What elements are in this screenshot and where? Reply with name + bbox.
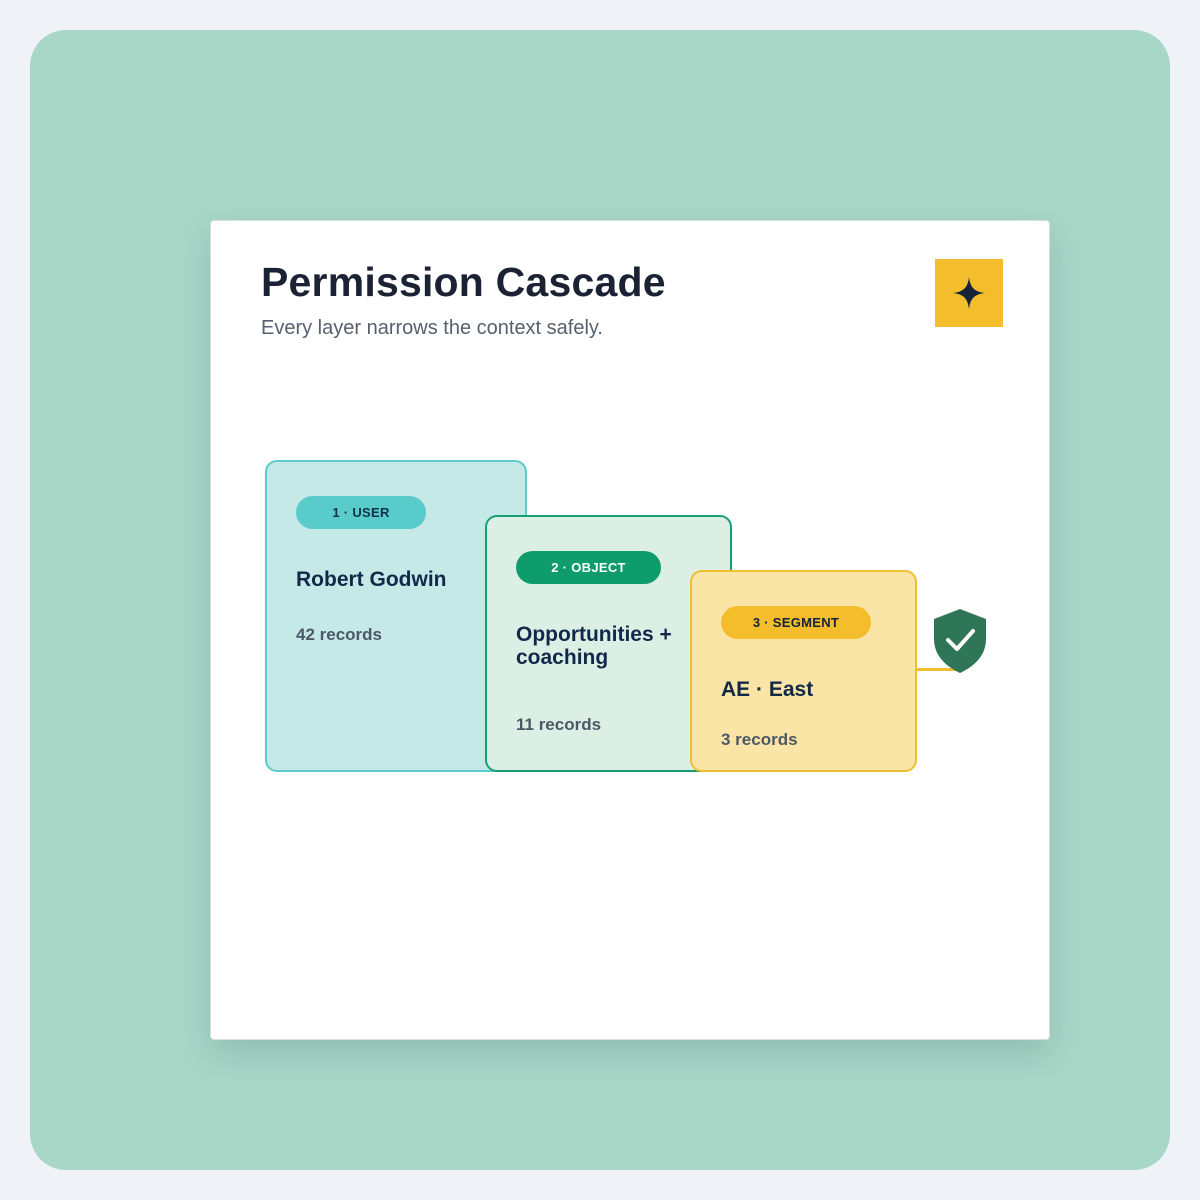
card-subtitle: Every layer narrows the context safely. xyxy=(261,317,603,339)
sparkle-button[interactable] xyxy=(935,259,1003,327)
sparkle-icon xyxy=(953,277,985,309)
record-count: 3 records xyxy=(721,730,798,749)
layer-badge: 2 · OBJECT xyxy=(516,551,661,584)
layer-segment[interactable]: 3 · SEGMENT AE · East 3 records xyxy=(690,570,917,772)
shield-check-icon xyxy=(934,609,986,673)
record-count: 11 records xyxy=(516,715,602,734)
background-panel: Permission Cascade Every layer narrows t… xyxy=(30,30,1170,1170)
layer-badge: 3 · SEGMENT xyxy=(721,606,871,639)
layer-name: Robert Godwin xyxy=(296,568,447,591)
layer-badge: 1 · USER xyxy=(296,496,426,529)
layer-name: Opportunities + coaching xyxy=(516,623,672,669)
card-title: Permission Cascade xyxy=(261,259,666,305)
layer-user[interactable]: 1 · USER Robert Godwin 42 records xyxy=(265,460,527,772)
record-count: 42 records xyxy=(296,625,382,644)
permission-cascade-card: Permission Cascade Every layer narrows t… xyxy=(210,220,1050,1040)
layer-name: AE · East xyxy=(721,678,814,701)
connector-line xyxy=(915,668,959,671)
